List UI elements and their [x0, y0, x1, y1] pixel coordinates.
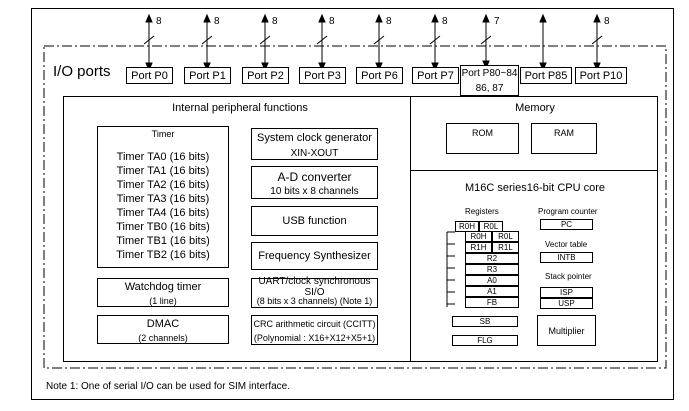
port-p0: Port P0 — [126, 67, 173, 84]
freq-synth-box: Frequency Synthesizer — [251, 242, 378, 270]
reg-r3: R3 — [465, 264, 519, 275]
port-p0-bits: 8 — [156, 16, 162, 27]
timer-ta0: Timer TA0 (16 bits) — [116, 151, 210, 163]
uart-line1: UART/clock synchronous SI/O — [258, 275, 371, 298]
timer-ta4: Timer TA4 (16 bits) — [116, 207, 210, 219]
port-p7: Port P7 — [412, 67, 459, 84]
watchdog-sub: (1 line) — [149, 295, 177, 306]
ram-box: RAM — [531, 123, 597, 154]
reg-intb: INTB — [540, 252, 593, 263]
adc-sub: 10 bits x 8 channels — [270, 186, 359, 197]
vector-table-title: Vector table — [545, 240, 588, 249]
reg-sb: SB — [452, 316, 518, 327]
port-p1-bits: 8 — [214, 16, 220, 27]
watchdog-title: Watchdog timer — [124, 281, 202, 293]
port-p1: Port P1 — [184, 67, 231, 84]
timer-title: Timer — [151, 128, 175, 139]
clock-generator-sub: XIN-XOUT — [290, 147, 339, 159]
timer-box: Timer Timer TA0 (16 bits) Timer TA1 (16 … — [97, 126, 229, 268]
crc-line2: (Polynomial : X16+X12+X5+1) — [253, 332, 376, 343]
port-p8-label: Port P80~84 — [461, 68, 518, 79]
reg-usp: USP — [540, 298, 593, 309]
adc-box: A-D converter 10 bits x 8 channels — [251, 166, 378, 199]
timer-ta1: Timer TA1 (16 bits) — [116, 165, 210, 177]
dmac-sub: (2 channels) — [138, 332, 188, 343]
clock-generator-box: System clock generator XIN-XOUT — [251, 128, 378, 160]
port-p2: Port P2 — [242, 67, 289, 84]
usb-box: USB function — [251, 206, 378, 236]
peripheral-title: Internal peripheral functions — [172, 102, 308, 114]
internal-block — [63, 96, 658, 362]
reg-r0h: R0H — [465, 231, 492, 242]
registers-title: Registers — [465, 207, 499, 216]
port-p3: Port P3 — [299, 67, 346, 84]
reg-r1l: R1L — [492, 242, 519, 253]
port-p8-bits: 7 — [494, 16, 500, 27]
port-p10: Port P10 — [575, 67, 627, 84]
port-p3-bits: 8 — [329, 16, 335, 27]
reg-flg: FLG — [452, 335, 518, 346]
reg-a0: A0 — [465, 275, 519, 286]
port-p8: Port P80~84 86, 87 — [460, 65, 519, 96]
stack-pointer-title: Stack pointer — [545, 272, 592, 281]
crc-box: CRC arithmetic circuit (CCITT) (Polynomi… — [251, 315, 378, 345]
timer-list: Timer TA0 (16 bits) Timer TA1 (16 bits) … — [98, 150, 228, 262]
uart-box: UART/clock synchronous SI/O (8 bits x 3 … — [251, 275, 378, 308]
timer-tb2: Timer TB2 (16 bits) — [116, 249, 210, 261]
port-p8-label-2: 86, 87 — [475, 82, 504, 94]
multiplier-box: Multiplier — [537, 315, 596, 346]
port-p6-bits: 8 — [386, 16, 392, 27]
reg-r1h: R1H — [465, 242, 492, 253]
crc-line1: CRC arithmetic circuit (CCITT) — [253, 318, 376, 329]
timer-tb0: Timer TB0 (16 bits) — [116, 221, 210, 233]
port-p85: Port P85 — [520, 67, 572, 84]
uart-line2: (8 bits x 3 channels) (Note 1) — [256, 295, 373, 306]
timer-ta2: Timer TA2 (16 bits) — [116, 179, 210, 191]
port-p7-bits: 8 — [442, 16, 448, 27]
reg-fb: FB — [465, 297, 519, 308]
rom-box: ROM — [446, 123, 519, 154]
io-ports-title: I/O ports — [53, 63, 111, 80]
timer-tb1: Timer TB1 (16 bits) — [116, 235, 210, 247]
reg-a1: A1 — [465, 286, 519, 297]
reg-r0l: R0L — [492, 231, 519, 242]
reg-pc: PC — [540, 219, 593, 230]
reg-r2: R2 — [465, 253, 519, 264]
memory-title: Memory — [515, 102, 555, 114]
timer-ta3: Timer TA3 (16 bits) — [116, 193, 210, 205]
footnote: Note 1: One of serial I/O can be used fo… — [46, 381, 291, 392]
port-p6: Port P6 — [356, 67, 403, 84]
divider-vertical — [410, 96, 411, 362]
dmac-title: DMAC — [146, 318, 180, 330]
adc-title: A-D converter — [277, 169, 352, 184]
clock-generator-title: System clock generator — [257, 132, 372, 144]
watchdog-box: Watchdog timer (1 line) — [97, 278, 229, 307]
divider-horizontal — [410, 170, 658, 171]
dmac-box: DMAC (2 channels) — [97, 315, 229, 344]
program-counter-title: Program counter — [538, 207, 598, 216]
cpu-title: M16C series16-bit CPU core — [465, 182, 605, 194]
reg-isp: ISP — [540, 287, 593, 298]
port-p10-bits: 8 — [604, 16, 610, 27]
port-p2-bits: 8 — [272, 16, 278, 27]
